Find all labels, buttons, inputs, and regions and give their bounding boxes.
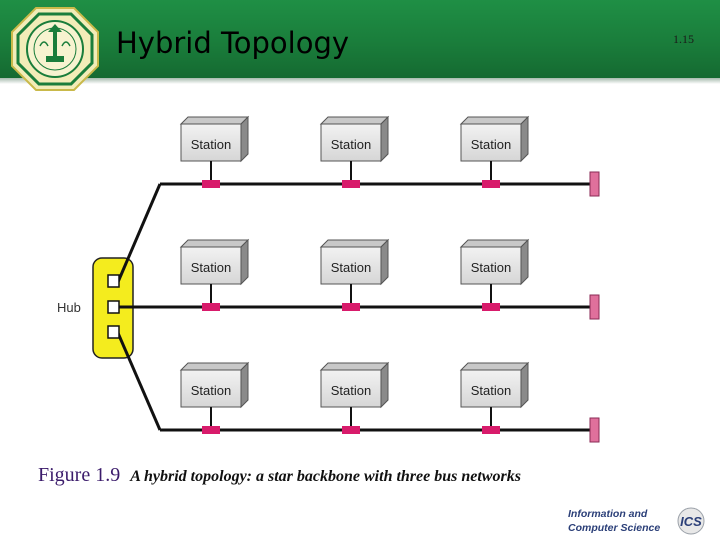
station: Station xyxy=(459,361,530,409)
station-label: Station xyxy=(331,260,371,275)
station: Station xyxy=(459,238,530,286)
station-label: Station xyxy=(471,383,511,398)
slide-title: Hybrid Topology xyxy=(116,26,350,60)
tap-connector xyxy=(202,426,220,434)
bus-terminator xyxy=(589,294,600,320)
station-label: Station xyxy=(471,137,511,152)
station: Station xyxy=(179,238,250,286)
tap-connector xyxy=(342,303,360,311)
tap-connector xyxy=(202,303,220,311)
slide-header xyxy=(0,0,720,78)
station-label: Station xyxy=(191,137,231,152)
ics-mark: ICS xyxy=(680,514,702,529)
station: Station xyxy=(319,115,390,163)
station-label: Station xyxy=(471,260,511,275)
hub-port-top xyxy=(107,274,120,288)
hub-port-bottom xyxy=(107,325,120,339)
tap-connector xyxy=(482,426,500,434)
tap-connector xyxy=(482,180,500,188)
hub-link-top xyxy=(116,183,162,283)
ics-department-logo: Information and Computer Science ICS xyxy=(568,507,705,535)
bus-terminator xyxy=(589,417,600,443)
tap-connector xyxy=(342,426,360,434)
station-label: Station xyxy=(191,383,231,398)
hub-link-bottom xyxy=(116,332,162,431)
slide-number: 1.15 xyxy=(673,32,694,46)
tap-connector xyxy=(202,180,220,188)
hub-label: Hub xyxy=(57,300,81,315)
footer-line-2: Computer Science xyxy=(568,522,660,534)
figure-description: A hybrid topology: a star backbone with … xyxy=(130,468,521,485)
footer-line-1: Information and xyxy=(568,508,648,520)
station: Station xyxy=(179,361,250,409)
station-label: Station xyxy=(331,383,371,398)
station: Station xyxy=(179,115,250,163)
figure-caption: Figure 1.9 A hybrid topology: a star back… xyxy=(38,464,521,487)
station: Station xyxy=(459,115,530,163)
header-shadow xyxy=(0,78,720,84)
station: Station xyxy=(319,238,390,286)
figure-number: Figure 1.9 xyxy=(38,464,121,486)
station: Station xyxy=(319,361,390,409)
university-seal-logo xyxy=(11,7,99,91)
bus-terminator xyxy=(589,171,600,197)
station-label: Station xyxy=(191,260,231,275)
station-label: Station xyxy=(331,137,371,152)
hub-port-middle xyxy=(107,300,120,314)
ics-emblem-icon xyxy=(677,507,705,535)
tap-connector xyxy=(482,303,500,311)
hybrid-topology-diagram: Hub Station Station Station xyxy=(57,115,600,443)
tap-connector xyxy=(342,180,360,188)
